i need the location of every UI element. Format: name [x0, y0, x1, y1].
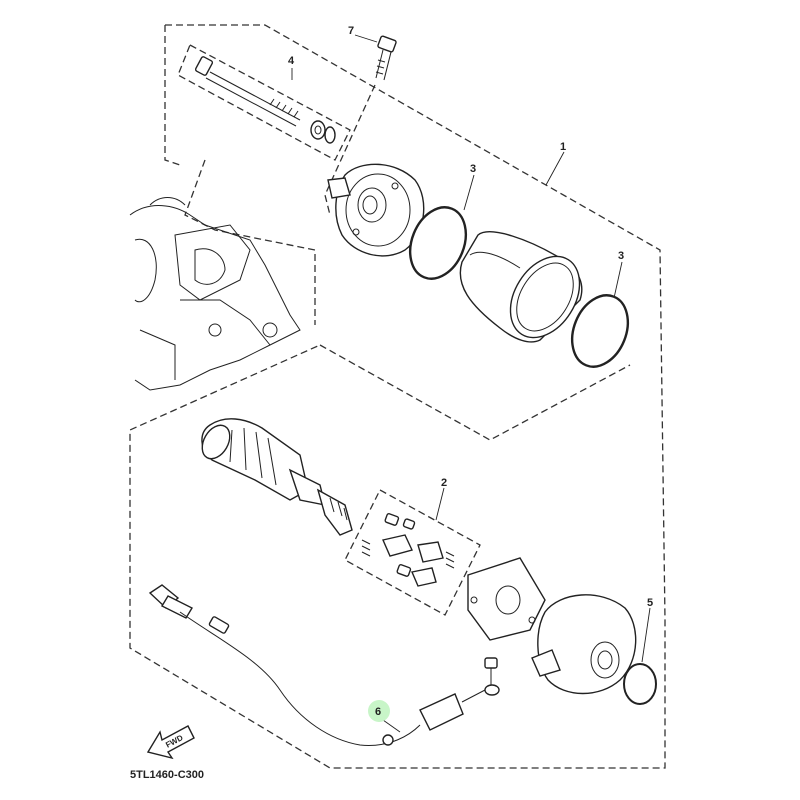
- brush-holder-plate: [467, 557, 546, 641]
- bolt-7-leader-box: [324, 84, 376, 216]
- terminal-bolt: [484, 657, 500, 696]
- assembly-1-boundary: [129, 24, 666, 769]
- callout-6-highlight: [368, 700, 390, 722]
- front-cover: [327, 163, 425, 257]
- armature: [201, 418, 353, 536]
- engine-case-boundary: [184, 159, 316, 325]
- engine-crankcase: [129, 197, 301, 391]
- callout-7: 7: [348, 25, 354, 37]
- callout-2: 2: [441, 477, 447, 489]
- brush-set: [361, 513, 455, 587]
- long-bolt: [194, 56, 301, 127]
- callout-1: 1: [560, 141, 566, 153]
- callout-labels: 1 2 3 3 4 5 6 7: [288, 25, 653, 722]
- rear-cover: [531, 594, 637, 695]
- callout-3-rear: 3: [618, 250, 624, 262]
- o-ring-5: [623, 663, 657, 705]
- lead-wire-6: [148, 584, 486, 746]
- leader-lines: [291, 34, 651, 733]
- callout-6: 6: [375, 706, 381, 718]
- yoke-housing: [459, 231, 583, 343]
- brush-set-2-boundary: [344, 489, 481, 616]
- fwd-arrow-icon: FWD: [146, 725, 195, 760]
- washer-ring: [310, 120, 336, 144]
- bolt-set-4-boundary: [177, 44, 351, 161]
- callout-3-front: 3: [470, 163, 476, 175]
- o-ring-front: [408, 206, 468, 280]
- diagram-code: 5TL1460-C300: [130, 769, 204, 781]
- callout-4: 4: [288, 55, 295, 67]
- callout-5: 5: [647, 597, 653, 609]
- bolt-7: [375, 35, 397, 81]
